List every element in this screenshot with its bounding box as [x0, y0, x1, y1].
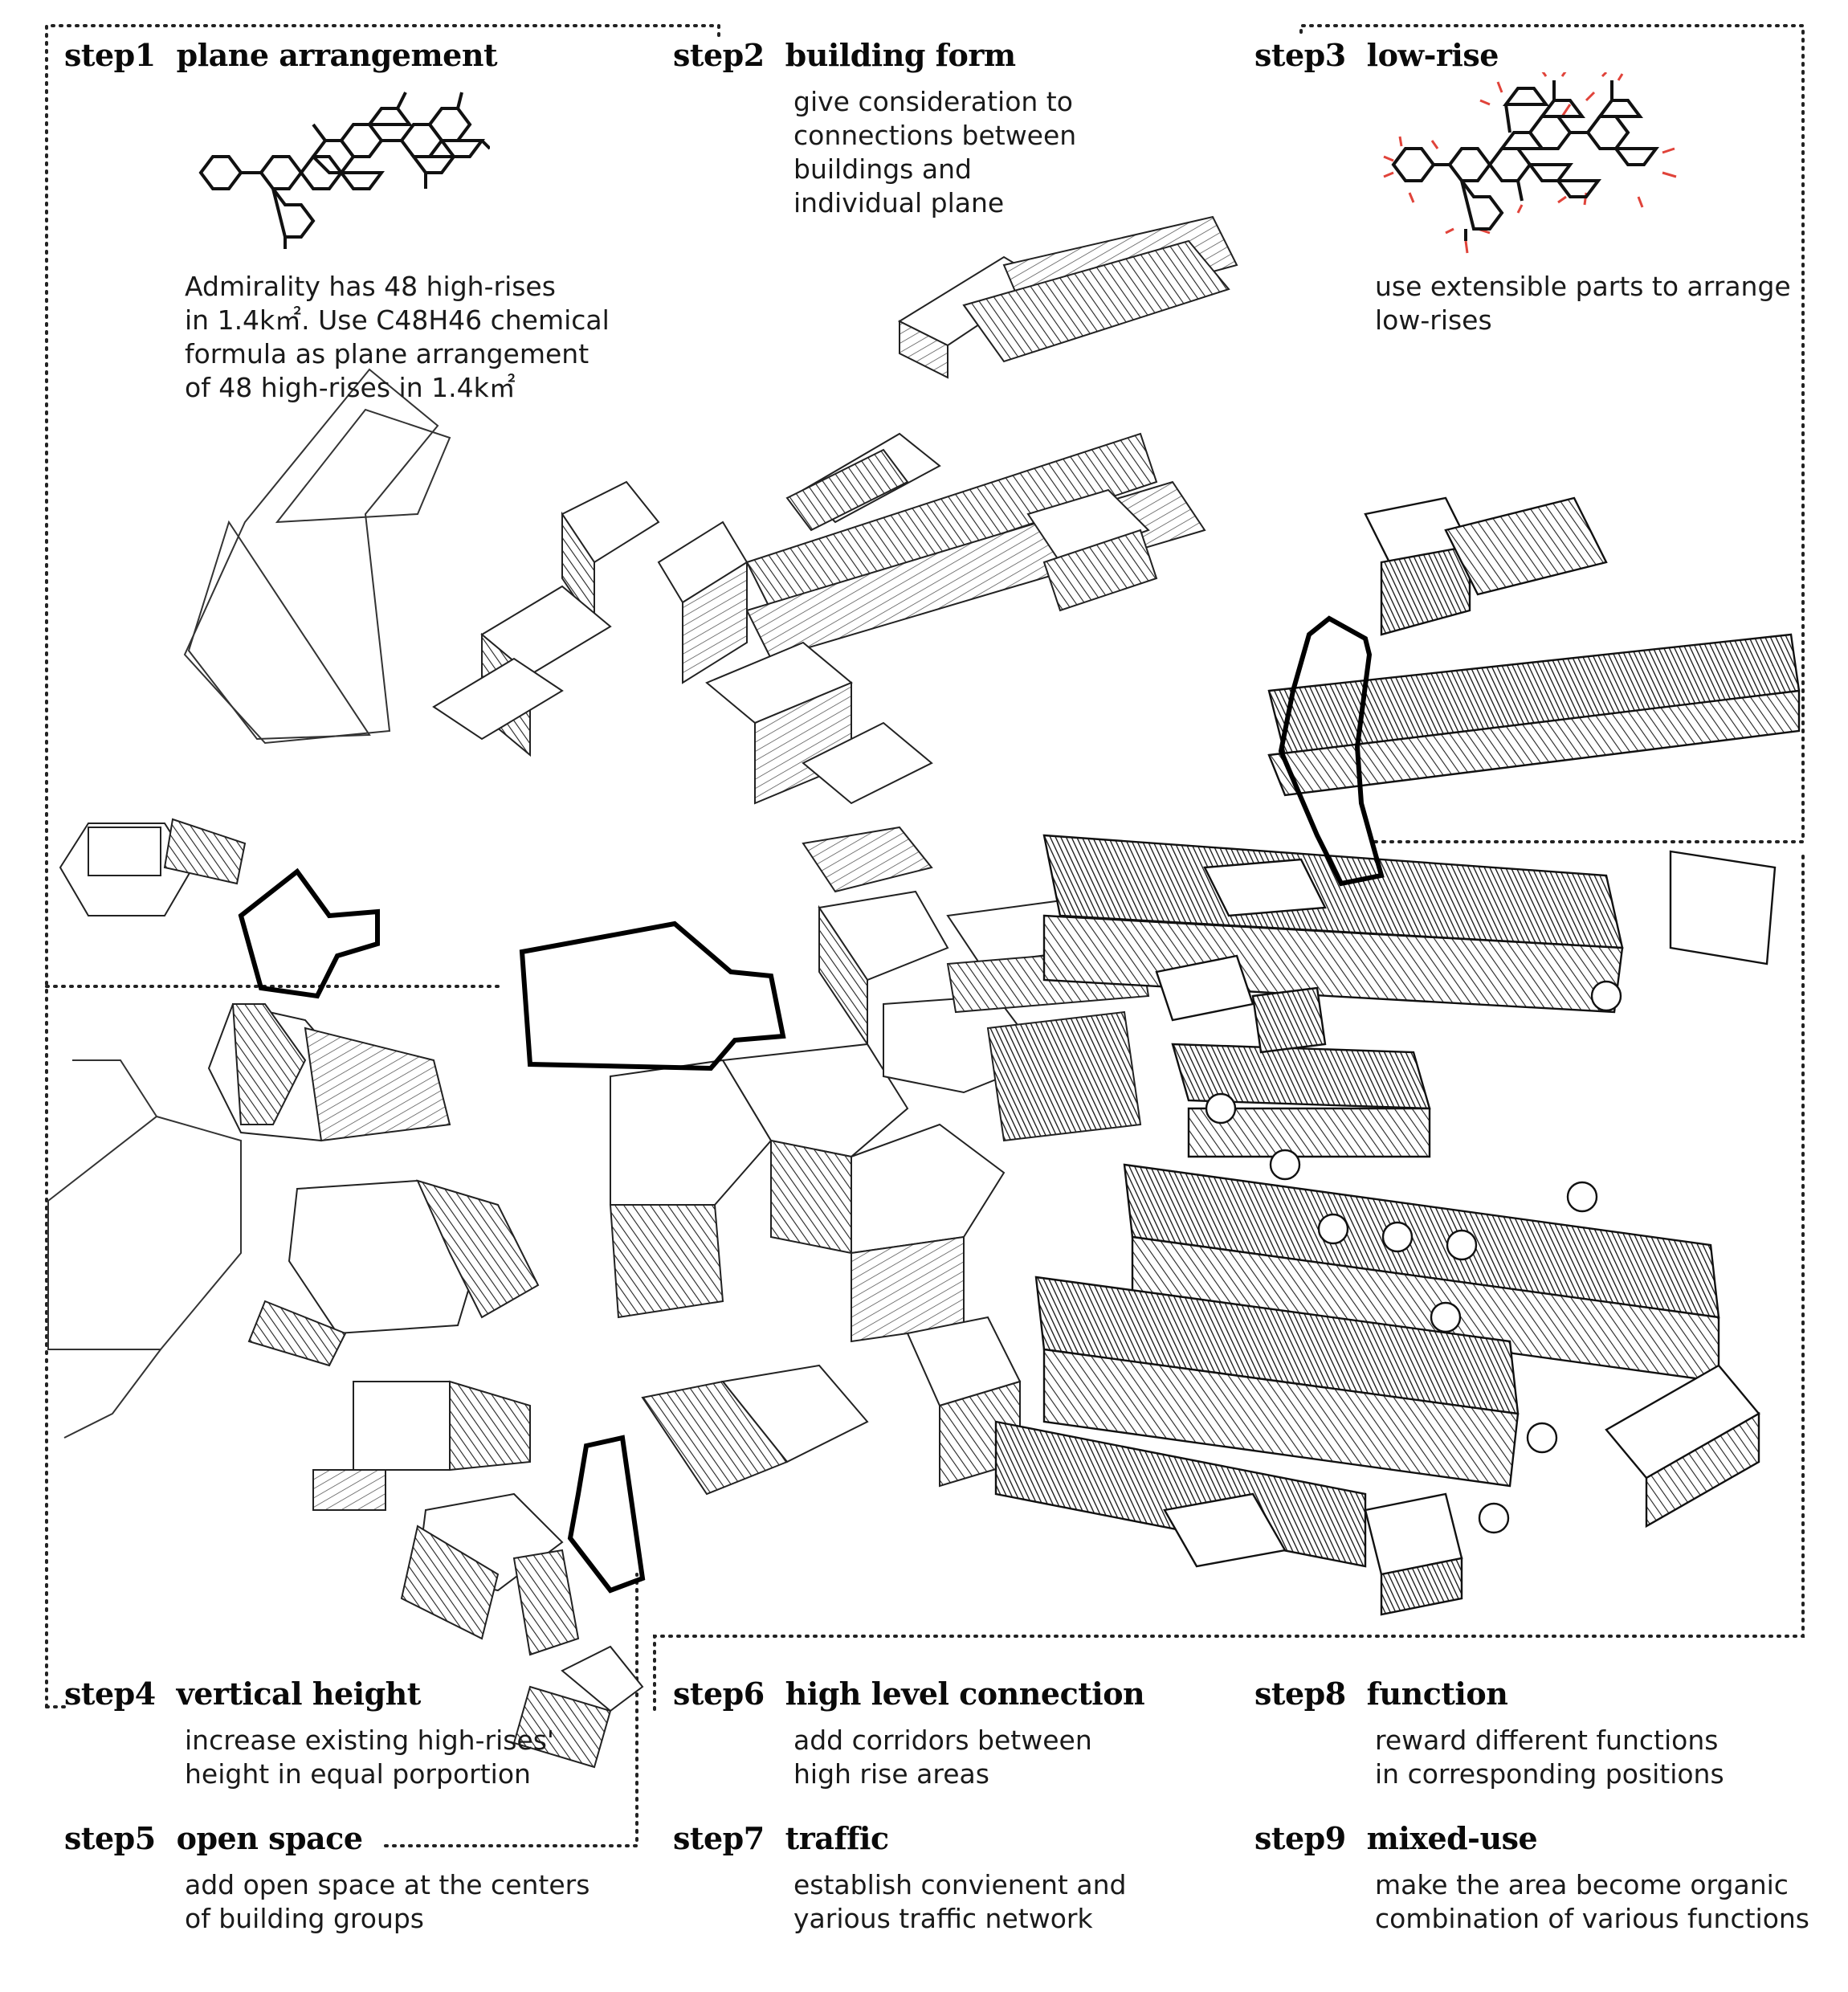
step6-title: high level connection — [785, 1676, 1145, 1712]
step2-line-3: buildings and — [793, 153, 972, 185]
central-white-massing — [609, 826, 1150, 1496]
step5-title: open space — [176, 1820, 363, 1856]
step2-block: step2 building form — [673, 37, 1016, 73]
step9-title: mixed-use — [1366, 1820, 1538, 1856]
step6-block: step6 high level connection — [673, 1676, 1145, 1712]
step3-title: low-rise — [1366, 37, 1499, 73]
step8-number: step8 — [1254, 1676, 1346, 1712]
step6-number: step6 — [673, 1676, 765, 1712]
corridor-cylinders — [1205, 980, 1622, 1534]
step6-line-1: add corridors between — [793, 1725, 1092, 1756]
step4-line-2: height in equal porportion — [185, 1758, 531, 1790]
molecule-diagram-step1 — [198, 92, 490, 249]
upper-white-towers — [432, 215, 1238, 805]
step1-line-2: in 1.4k㎡. Use C48H46 chemical — [185, 304, 610, 336]
frame-step5-right — [384, 1573, 638, 1847]
step4-line-1: increase existing high-rises' — [185, 1725, 555, 1756]
step5-line-1: add open space at the centers — [185, 1869, 590, 1900]
step2-description: give consideration to connections betwee… — [793, 85, 1076, 220]
step1-title: plane arrangement — [176, 37, 498, 73]
step4-description: increase existing high-rises' height in … — [185, 1724, 554, 1791]
highlight-open-space — [567, 1435, 646, 1594]
step1-line-4: of 48 high-rises in 1.4k㎡ — [185, 372, 516, 403]
step5-block: step5 open space — [64, 1820, 363, 1856]
step9-description: make the area become organic combination… — [1375, 1868, 1809, 1936]
step4-number: step4 — [64, 1676, 156, 1712]
step1-number: step1 — [64, 37, 156, 73]
left-l-block — [88, 827, 161, 876]
step9-number: step9 — [1254, 1820, 1346, 1856]
site-hexagons — [47, 368, 451, 1439]
step5-line-2: of building groups — [185, 1903, 424, 1934]
step7-block: step7 traffic — [673, 1820, 889, 1856]
step3-line-1: use extensible parts to arrange — [1375, 271, 1791, 302]
frame-step1-2 — [45, 24, 720, 1708]
step3-line-2: low-rises — [1375, 304, 1492, 336]
step2-line-4: individual plane — [793, 187, 1005, 218]
frame-step3 — [1299, 24, 1805, 843]
step2-title: building form — [785, 37, 1016, 73]
right-dense-massing — [994, 496, 1801, 1616]
step2-line-2: connections between — [793, 120, 1077, 151]
left-hex-rings — [59, 818, 644, 1769]
step1-line-1: Admirality has 48 high-rises — [185, 271, 556, 302]
step7-title: traffic — [785, 1820, 889, 1856]
step5-description: add open space at the centers of buildin… — [185, 1868, 589, 1936]
step1-line-3: formula as plane arrangement — [185, 338, 589, 369]
step9-line-1: make the area become organic — [1375, 1869, 1789, 1900]
step6-line-2: high rise areas — [793, 1758, 989, 1790]
frame-step6-9 — [653, 850, 1805, 1711]
step6-description: add corridors between high rise areas — [793, 1724, 1092, 1791]
step7-line-2: yarious traffic network — [793, 1903, 1093, 1934]
highlight-outlines — [238, 615, 1385, 1594]
step2-line-1: give consideration to — [793, 86, 1073, 117]
step9-block: step9 mixed-use — [1254, 1820, 1538, 1856]
step8-line-2: in corresponding positions — [1375, 1758, 1724, 1790]
step1-description: Admirality has 48 high-rises in 1.4k㎡. U… — [185, 270, 610, 405]
step8-block: step8 function — [1254, 1676, 1508, 1712]
step5-number: step5 — [64, 1820, 156, 1856]
step8-title: function — [1366, 1676, 1508, 1712]
step7-line-1: establish convienent and — [793, 1869, 1127, 1900]
step9-line-2: combination of various functions — [1375, 1903, 1810, 1934]
step4-block: step4 vertical height — [64, 1676, 421, 1712]
step3-block: step3 low-rise — [1254, 37, 1499, 73]
highlight-corridor — [1278, 615, 1385, 887]
step8-line-1: reward different functions — [1375, 1725, 1719, 1756]
highlight-hex-tower — [519, 920, 786, 1072]
step1-block: step1 plane arrangement — [64, 37, 498, 73]
step8-description: reward different functions in correspond… — [1375, 1724, 1724, 1791]
step2-number: step2 — [673, 37, 765, 73]
molecule-diagram-step3 — [1383, 72, 1677, 254]
step7-description: establish convienent and yarious traffic… — [793, 1868, 1126, 1936]
step4-title: vertical height — [176, 1676, 422, 1712]
step3-description: use extensible parts to arrange low-rise… — [1375, 270, 1791, 337]
step3-number: step3 — [1254, 37, 1346, 73]
highlight-y-unit — [238, 867, 380, 999]
step7-number: step7 — [673, 1820, 765, 1856]
